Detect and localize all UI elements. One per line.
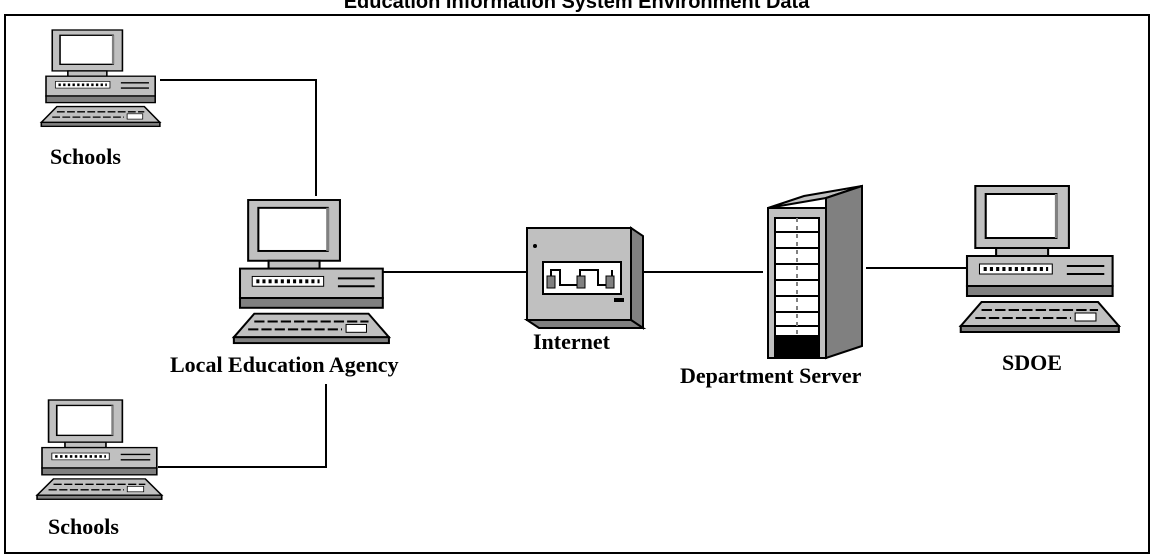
connection-lines — [158, 79, 985, 468]
link-schools-top-to-lea — [160, 79, 317, 196]
title-text: Education Information System Environment… — [343, 0, 810, 13]
label-department-server: Department Server — [680, 363, 862, 388]
label-schools-bottom: Schools — [48, 514, 119, 539]
label-local-education-agency: Local Education Agency — [170, 352, 399, 377]
schools-top-computer-icon — [39, 28, 162, 128]
label-schools-top: Schools — [50, 144, 121, 169]
label-internet: Internet — [533, 329, 610, 354]
internet-hub-icon — [523, 226, 647, 330]
department-server-icon — [767, 184, 863, 360]
label-sdoe: SDOE — [1002, 350, 1062, 375]
sdoe-computer-icon — [961, 186, 1119, 332]
diagram-title: Education Information System Environment… — [0, 0, 1153, 14]
schools-bottom-computer-icon — [35, 398, 164, 501]
link-schools-bottom-to-lea — [158, 384, 327, 468]
lea-computer-icon — [234, 200, 389, 343]
